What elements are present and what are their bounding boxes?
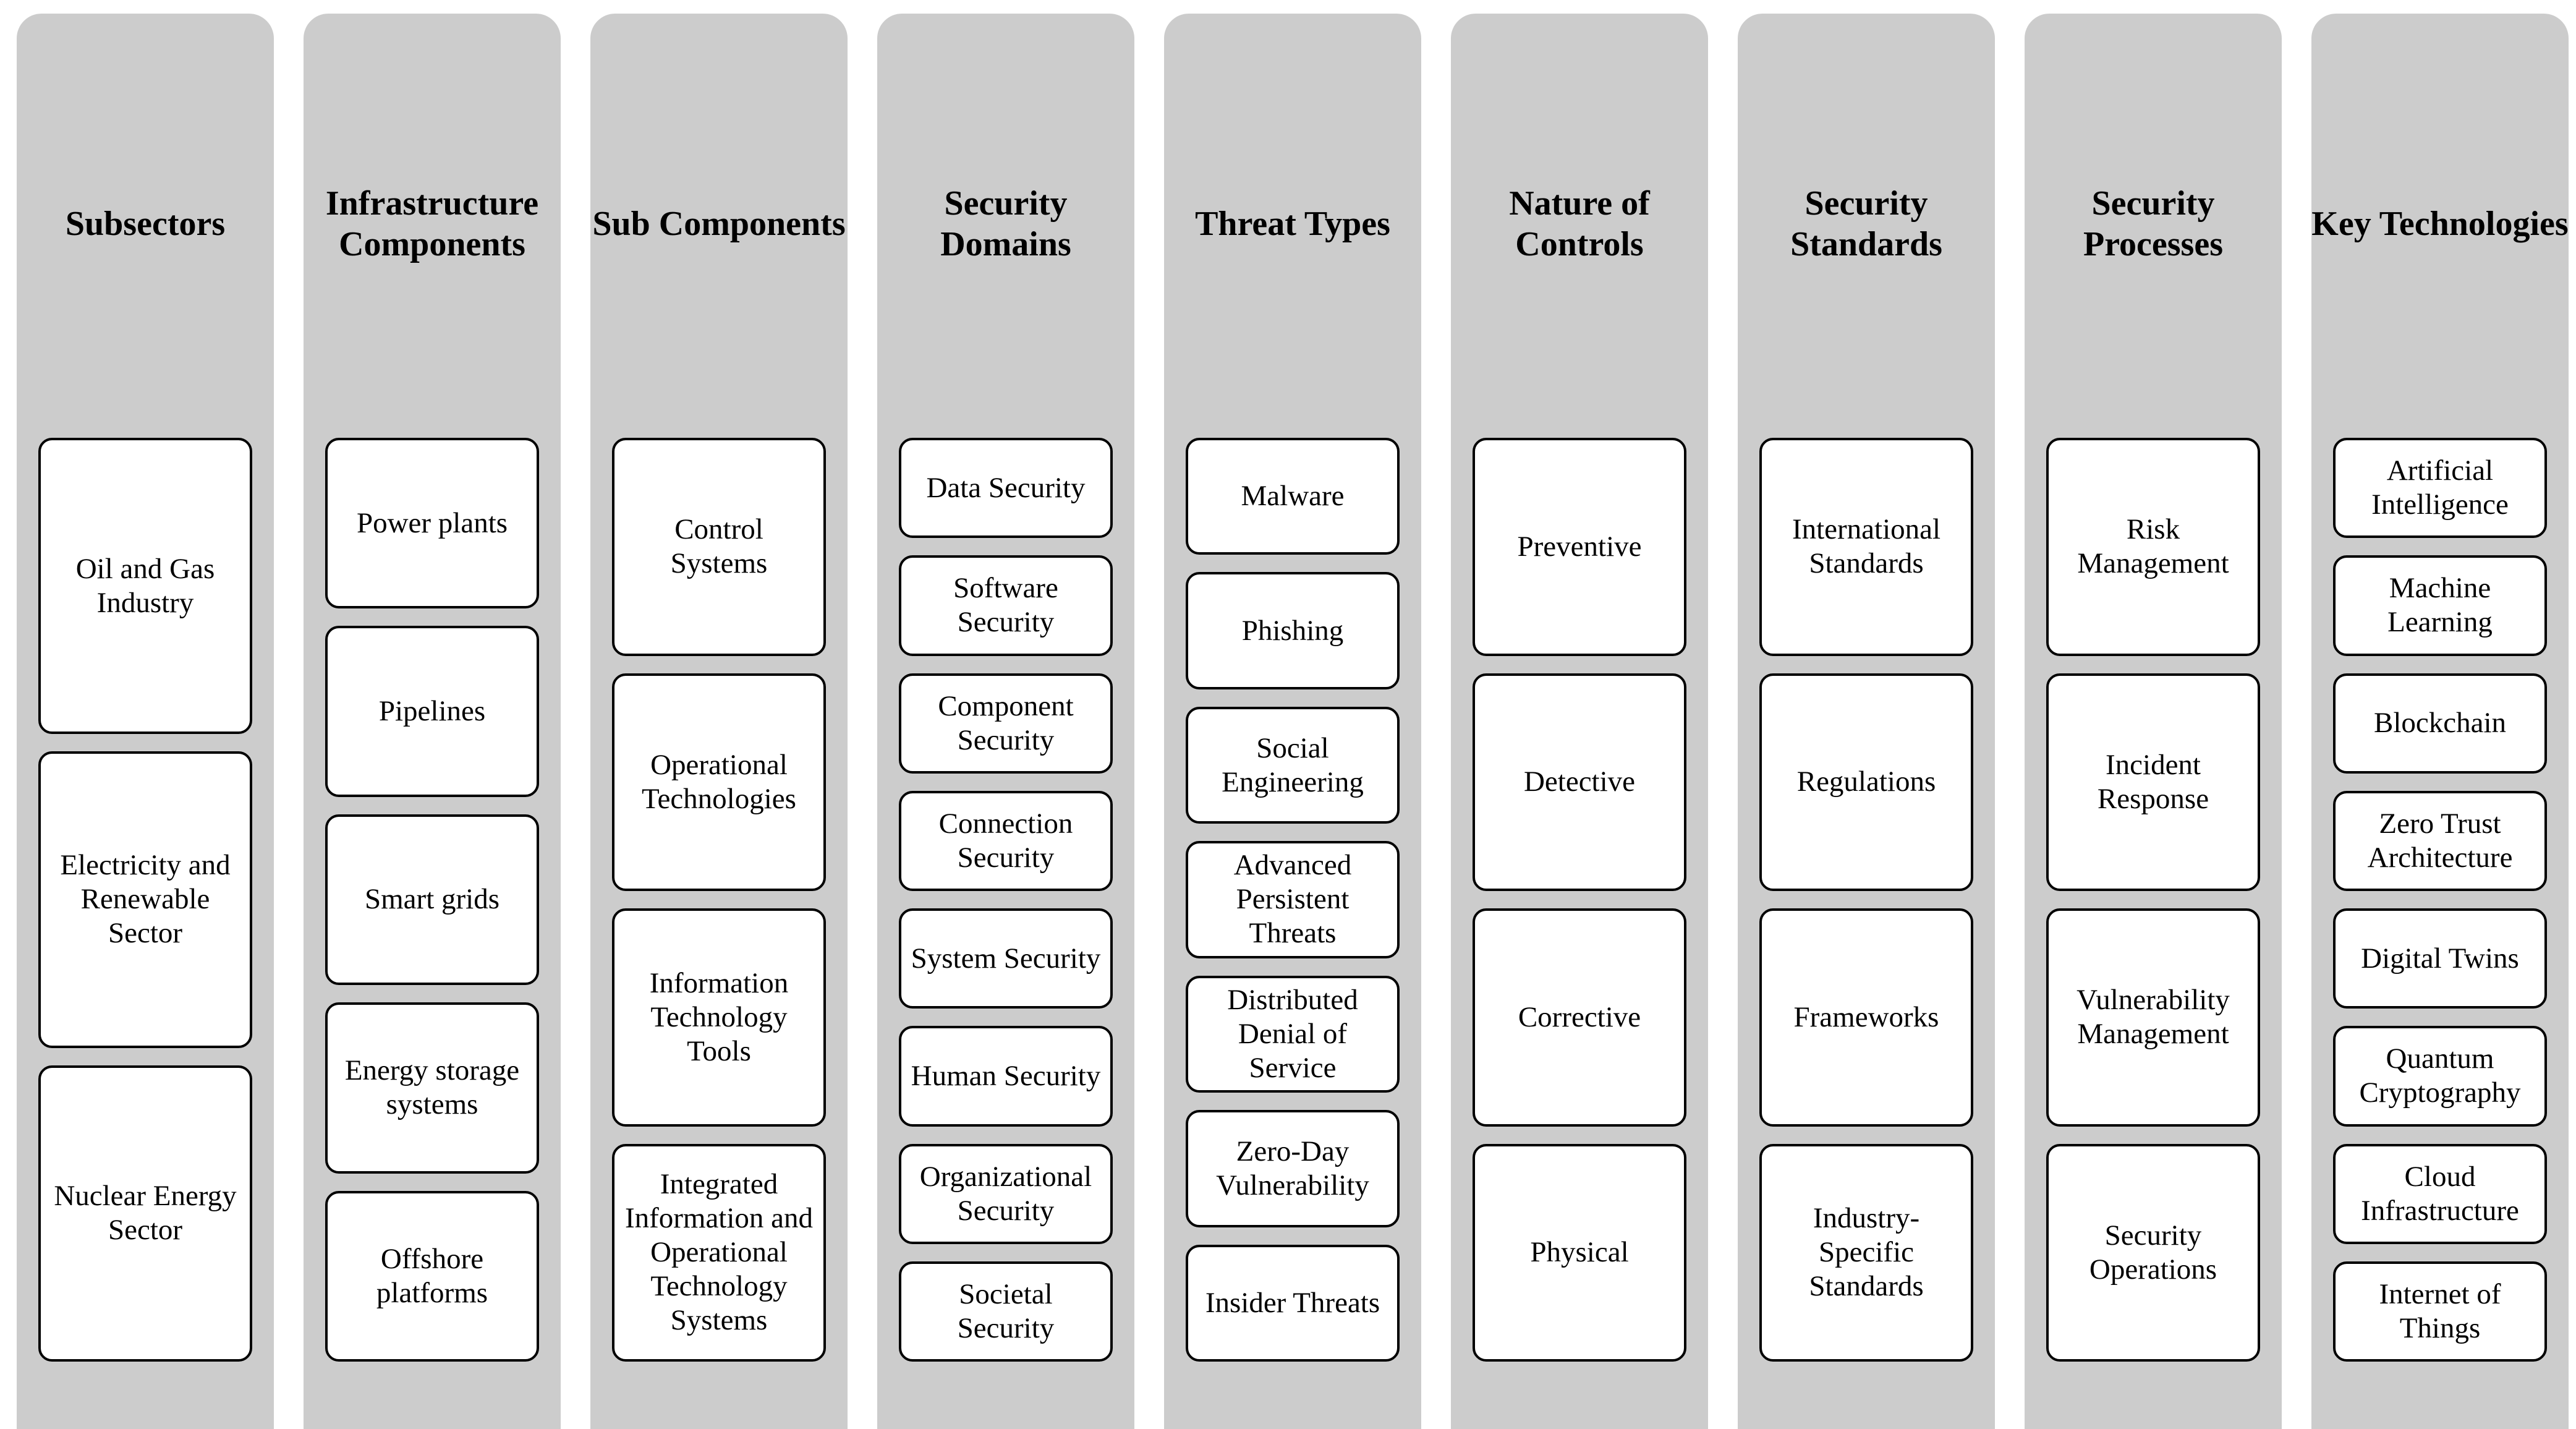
box-industry-specific-standards: Industry-Specific Standards: [1759, 1143, 1973, 1362]
box-social-engineering: Social Engineering: [1186, 706, 1400, 824]
box-control-systems: Control Systems: [612, 438, 826, 656]
box-integrated-information-and-operational-technology-systems: Integrated Information and Operational T…: [612, 1143, 826, 1362]
box-machine-learning: Machine Learning: [2333, 555, 2547, 656]
box-risk-management: Risk Management: [2046, 438, 2260, 656]
box-incident-response: Incident Response: [2046, 673, 2260, 891]
box-operational-technologies: Operational Technologies: [612, 673, 826, 891]
box-pipelines: Pipelines: [325, 626, 539, 797]
box-connection-security: Connection Security: [899, 790, 1113, 891]
column-header: Subsectors: [65, 205, 226, 243]
box-security-operations: Security Operations: [2046, 1143, 2260, 1362]
box-insider-threats: Insider Threats: [1186, 1244, 1400, 1362]
column-header: Security Domains: [940, 184, 1071, 263]
box-advanced-persistent-threats: Advanced Persistent Threats: [1186, 841, 1400, 958]
box-corrective: Corrective: [1473, 908, 1686, 1127]
box-phishing: Phishing: [1186, 572, 1400, 689]
box-preventive: Preventive: [1473, 438, 1686, 656]
box-distributed-denial-of-service: Distributed Denial of Service: [1186, 975, 1400, 1093]
box-frameworks: Frameworks: [1759, 908, 1973, 1127]
column-header: Threat Types: [1195, 205, 1390, 243]
box-societal-security: Societal Security: [899, 1261, 1113, 1362]
box-component-security: Component Security: [899, 673, 1113, 774]
box-quantum-cryptography: Quantum Cryptography: [2333, 1026, 2547, 1127]
box-nuclear-energy-sector: Nuclear Energy Sector: [38, 1065, 252, 1362]
box-system-security: System Security: [899, 908, 1113, 1009]
box-information-technology-tools: Information Technology Tools: [612, 908, 826, 1127]
box-data-security: Data Security: [899, 438, 1113, 539]
column-header: Key Technologies: [2311, 205, 2569, 243]
column-header: Nature of Controls: [1509, 184, 1650, 263]
column-header: Infrastructure Components: [325, 184, 539, 263]
column-header: Security Standards: [1790, 184, 1942, 263]
box-cloud-infrastructure: Cloud Infrastructure: [2333, 1143, 2547, 1244]
column-header: Sub Components: [592, 205, 846, 243]
box-energy-storage-systems: Energy storage systems: [325, 1002, 539, 1174]
box-zero-trust-architecture: Zero Trust Architecture: [2333, 790, 2547, 891]
box-regulations: Regulations: [1759, 673, 1973, 891]
box-blockchain: Blockchain: [2333, 673, 2547, 774]
box-detective: Detective: [1473, 673, 1686, 891]
box-human-security: Human Security: [899, 1026, 1113, 1127]
box-physical: Physical: [1473, 1143, 1686, 1362]
box-artificial-intelligence: Artificial Intelligence: [2333, 438, 2547, 539]
box-power-plants: Power plants: [325, 438, 539, 609]
box-offshore-platforms: Offshore platforms: [325, 1190, 539, 1362]
box-smart-grids: Smart grids: [325, 814, 539, 986]
box-international-standards: International Standards: [1759, 438, 1973, 656]
box-electricity-and-renewable-sector: Electricity and Renewable Sector: [38, 751, 252, 1048]
box-oil-and-gas-industry: Oil and Gas Industry: [38, 438, 252, 735]
box-malware: Malware: [1186, 438, 1400, 555]
box-vulnerability-management: Vulnerability Management: [2046, 908, 2260, 1127]
box-software-security: Software Security: [899, 555, 1113, 656]
box-zero-day-vulnerability: Zero-Day Vulnerability: [1186, 1110, 1400, 1227]
box-digital-twins: Digital Twins: [2333, 908, 2547, 1009]
box-organizational-security: Organizational Security: [899, 1143, 1113, 1244]
box-internet-of-things: Internet of Things: [2333, 1261, 2547, 1362]
column-header: Security Processes: [2083, 184, 2223, 263]
